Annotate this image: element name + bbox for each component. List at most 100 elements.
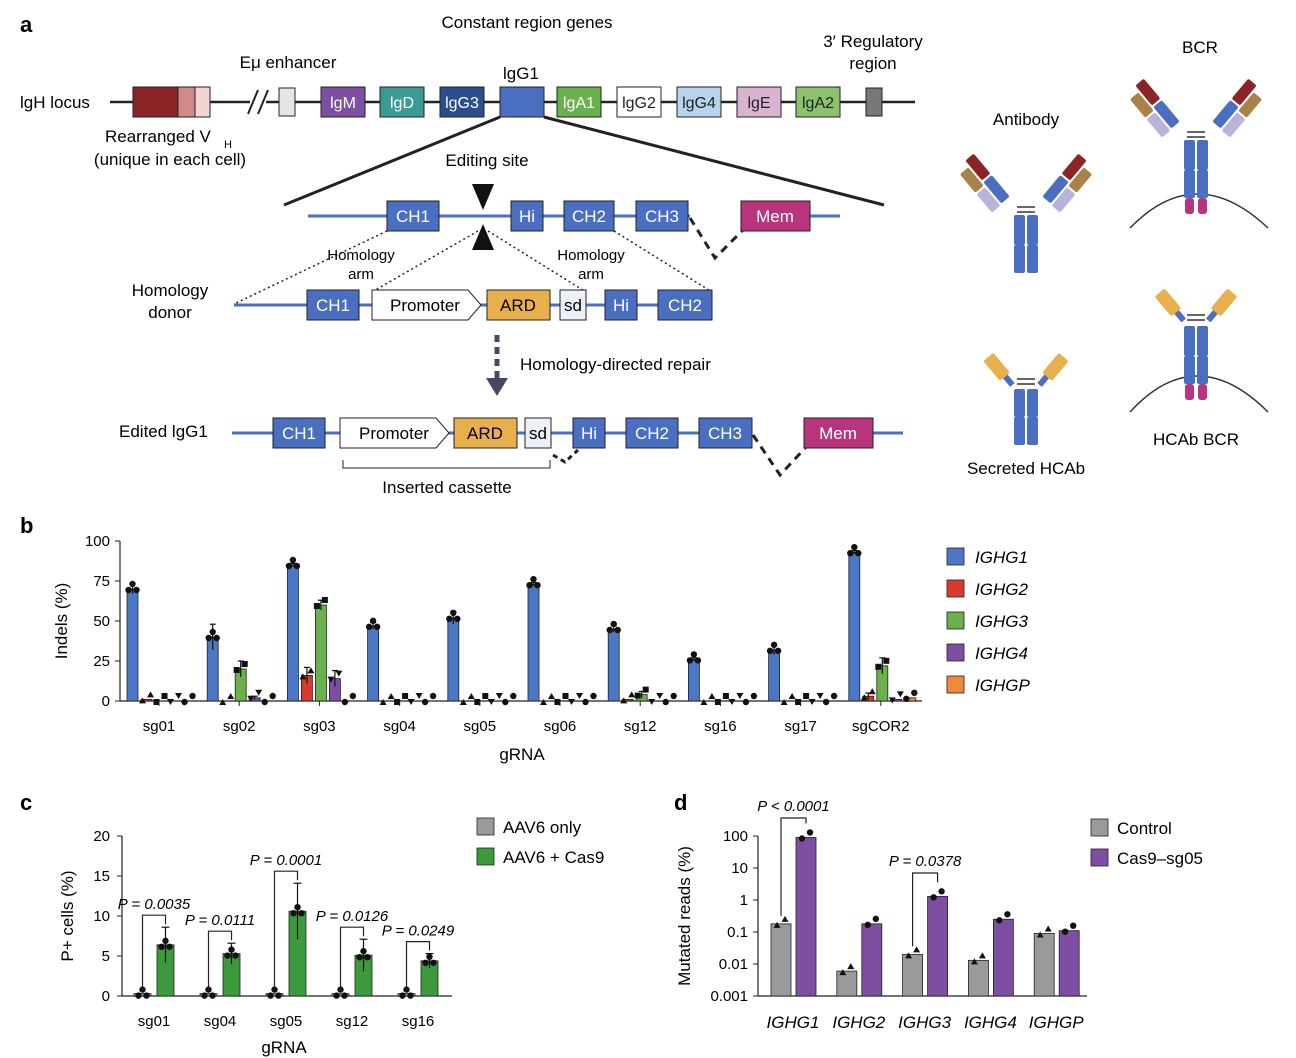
svg-text:CH3: CH3 <box>708 424 742 443</box>
bar-control <box>836 970 858 997</box>
x-tick-label-d: IGHG3 <box>898 1013 951 1032</box>
legend-swatch-c <box>476 817 495 836</box>
gene-igm-text: lgM <box>330 95 356 112</box>
data-point <box>290 910 297 917</box>
eu-enhancer-label: Eμ enhancer <box>240 53 337 72</box>
cut-site-icon <box>472 184 494 210</box>
panel-label-b: b <box>20 513 33 538</box>
x-tick-label-b: sg05 <box>464 718 497 735</box>
legend-swatch-b <box>946 547 965 566</box>
p-value-c: P = 0.0126 <box>316 908 389 925</box>
data-point <box>868 688 876 695</box>
homology-arm-lines <box>233 230 713 305</box>
legend-swatch-b <box>946 643 965 662</box>
antibody-label: Antibody <box>993 110 1060 129</box>
gene-ige-text: lgE <box>747 95 770 112</box>
x-tick-label-c: sg16 <box>402 1013 435 1030</box>
data-point <box>450 609 457 616</box>
data-point <box>143 992 150 999</box>
hcab-bcr-label: HCAb BCR <box>1153 430 1239 449</box>
constant-region-title: Constant region genes <box>441 13 612 32</box>
data-point <box>816 693 824 699</box>
data-point <box>373 623 381 630</box>
data-point <box>201 992 208 999</box>
data-point <box>510 692 517 700</box>
rearranged-label-2: (unique in each cell) <box>94 150 246 169</box>
data-point <box>135 992 142 999</box>
x-tick-label-c: sg05 <box>270 1013 303 1030</box>
data-point <box>780 699 788 705</box>
data-point <box>628 691 636 698</box>
data-point <box>232 952 239 959</box>
data-point <box>474 699 481 705</box>
data-point <box>534 582 541 589</box>
svg-text:CH2: CH2 <box>572 207 606 226</box>
x-tick-label-d: IGHGP <box>1029 1013 1084 1032</box>
data-point <box>294 904 301 911</box>
significance-bracket <box>273 870 299 991</box>
exon-mem-3 <box>803 417 874 449</box>
data-point <box>620 697 628 704</box>
data-point <box>261 698 268 706</box>
bar-ighg1 <box>688 659 700 702</box>
data-point <box>153 699 160 705</box>
p-value-c: P = 0.0001 <box>250 852 322 869</box>
svg-text:Promoter: Promoter <box>390 296 460 315</box>
data-point <box>883 657 890 664</box>
data-point <box>313 603 320 609</box>
data-point <box>430 959 437 966</box>
gene-box-igm <box>320 86 366 118</box>
data-point <box>275 992 282 999</box>
x-tick-label-b: sgCOR2 <box>852 718 910 735</box>
data-point <box>482 693 489 699</box>
y-tick-label-b: 75 <box>93 573 110 590</box>
data-point <box>554 699 561 705</box>
y-axis-title-c: P+ cells (%) <box>58 870 77 961</box>
data-point <box>686 657 694 664</box>
data-point <box>402 693 409 699</box>
svg-text:CH2: CH2 <box>635 424 669 443</box>
svg-text:sd: sd <box>564 296 582 315</box>
data-point <box>530 576 537 583</box>
data-point <box>227 693 235 699</box>
zoom-line-left <box>283 115 501 207</box>
y-tick-label-d: 1 <box>740 892 748 909</box>
data-point <box>788 693 796 699</box>
legend-swatch-b <box>946 611 965 630</box>
regulatory-box <box>865 87 883 117</box>
antibody-icon <box>960 154 1092 273</box>
y-tick-label-c: 15 <box>93 868 110 885</box>
p-value-d: P < 0.0001 <box>757 798 829 815</box>
data-point <box>299 673 307 680</box>
x-axis-title-b: gRNA <box>499 745 545 764</box>
donor-promoter <box>371 289 482 321</box>
panel-label-d: d <box>674 790 687 815</box>
legend-label-d: Control <box>1117 819 1172 838</box>
data-point <box>321 597 328 603</box>
data-point <box>728 699 736 705</box>
data-point <box>285 562 293 570</box>
x-tick-label-b: sg16 <box>704 718 737 735</box>
data-point <box>670 692 677 700</box>
data-point <box>1062 928 1069 935</box>
igh-locus-label: lgH locus <box>20 93 90 112</box>
svg-text:Mem: Mem <box>819 424 857 443</box>
data-point <box>267 992 274 999</box>
data-point <box>341 698 349 706</box>
bar-ighg1 <box>286 564 299 702</box>
data-point <box>426 953 433 960</box>
bar-aav6-only <box>397 993 416 997</box>
p-value-d: P = 0.0378 <box>889 853 962 870</box>
legend-label-b: IGHGP <box>975 676 1030 695</box>
vh-segment-1 <box>132 86 179 118</box>
data-point <box>269 692 276 700</box>
gene-box-ige <box>736 86 782 118</box>
data-point <box>634 692 641 699</box>
data-point <box>875 663 882 670</box>
data-point <box>224 952 231 959</box>
gene-box-iga2 <box>795 86 841 118</box>
data-point <box>803 693 810 699</box>
donor-ard <box>486 289 551 321</box>
bar-control <box>968 959 989 997</box>
